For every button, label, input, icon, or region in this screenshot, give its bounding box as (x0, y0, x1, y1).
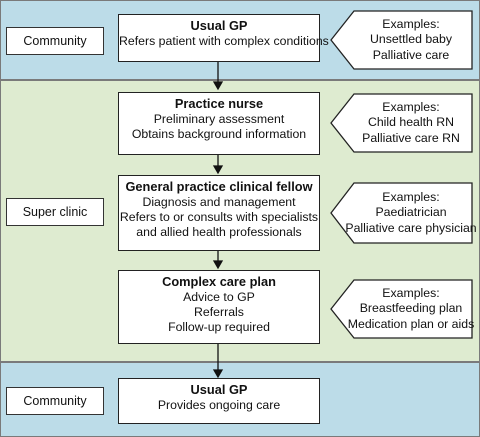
community-label-top: Community (6, 27, 104, 55)
stage-title: Usual GP (190, 18, 248, 33)
super-clinic-label: Super clinic (6, 198, 104, 226)
example-item: Palliative care RN (362, 130, 460, 145)
example-item: Unsettled baby (369, 32, 453, 47)
stage-title: General practice clinical fellow (125, 179, 313, 194)
examples-callout-1: Examples: Unsettled baby Palliative care (330, 10, 474, 70)
stage-title: Practice nurse (174, 96, 264, 111)
stage-practice-nurse: Practice nurse Preliminary assessment Ob… (118, 92, 320, 155)
stage-detail: Referrals (194, 305, 244, 319)
example-item: Breastfeeding plan (359, 301, 463, 316)
stage-detail: Obtains background information (131, 127, 307, 141)
examples-heading: Examples: (382, 99, 440, 114)
examples-callout-3: Examples: Paediatrician Palliative care … (330, 182, 477, 244)
example-item: Palliative care physician (345, 220, 477, 235)
stage-clinical-fellow: General practice clinical fellow Diagnos… (118, 175, 320, 251)
stage-detail: Follow-up required (168, 320, 270, 334)
examples-heading: Examples: (382, 16, 440, 31)
stage-title: Usual GP (190, 382, 248, 397)
stage-detail: Preliminary assessment (153, 112, 285, 126)
examples-heading: Examples: (382, 189, 440, 204)
stage-detail: Refers patient with complex conditions (119, 34, 329, 48)
example-item: Palliative care (372, 47, 450, 62)
stage-complex-care-plan: Complex care plan Advice to GP Referrals… (118, 270, 320, 344)
stage-title: Complex care plan (162, 274, 276, 289)
stage-detail: Provides ongoing care (157, 398, 281, 412)
example-item: Medication plan or aids (347, 316, 475, 331)
stage-detail: Advice to GP (183, 290, 255, 304)
stage-usual-gp-referral: Usual GP Refers patient with complex con… (118, 14, 329, 62)
example-item: Child health RN (367, 115, 455, 130)
stage-detail: and allied health professionals (136, 225, 302, 239)
stage-detail: Diagnosis and management (142, 195, 296, 209)
community-label-bottom: Community (6, 387, 104, 415)
examples-heading: Examples: (382, 285, 440, 300)
examples-callout-2: Examples: Child health RN Palliative car… (330, 93, 474, 153)
example-item: Paediatrician (375, 205, 447, 220)
stage-detail: Refers to or consults with specialists (119, 210, 319, 224)
examples-callout-4: Examples: Breastfeeding plan Medication … (330, 279, 474, 339)
stage-usual-gp-ongoing: Usual GP Provides ongoing care (118, 378, 320, 424)
